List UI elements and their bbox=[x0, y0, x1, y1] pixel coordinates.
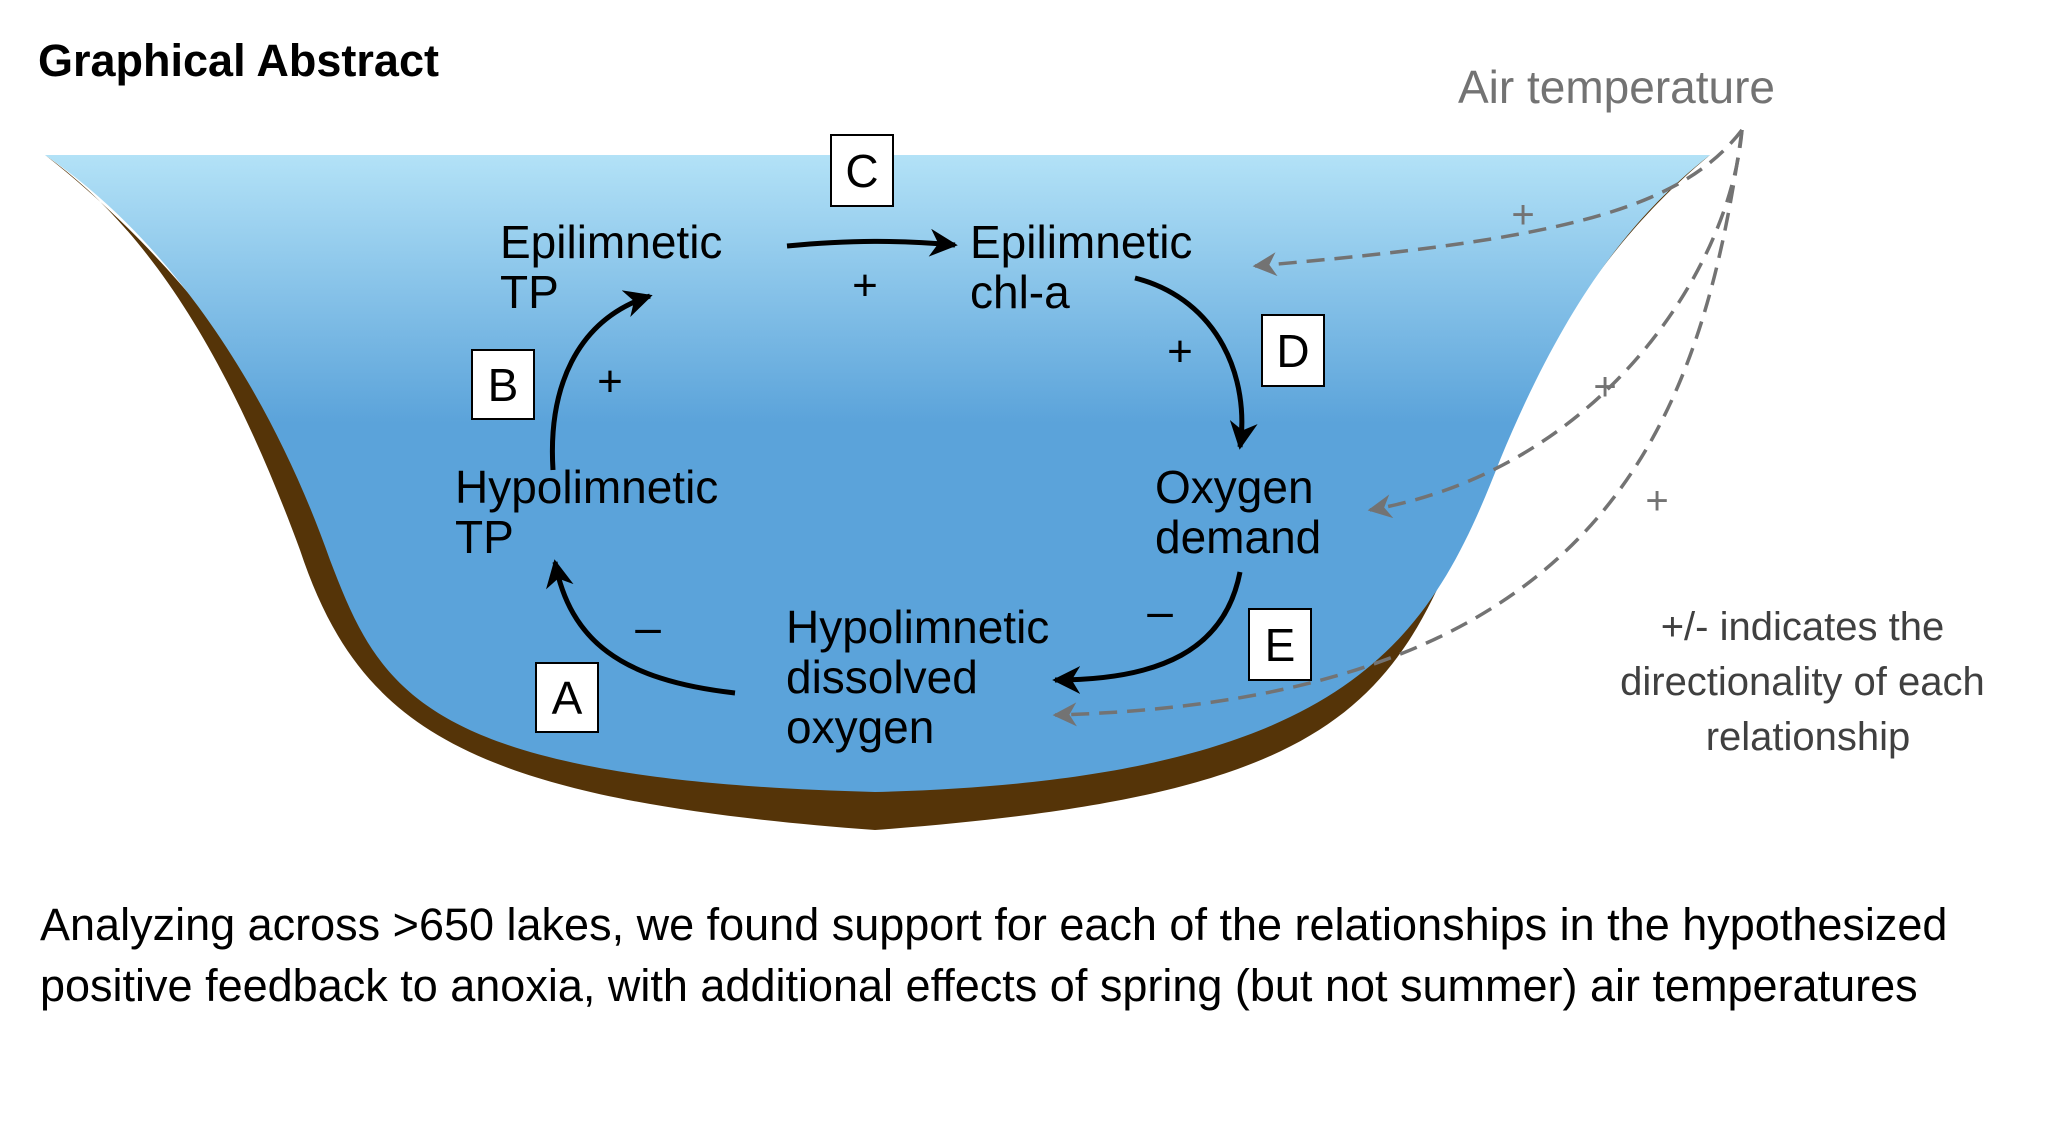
svg-text:D: D bbox=[1276, 325, 1309, 377]
directionality-note: +/- indicates the directionality of each… bbox=[1620, 605, 1996, 759]
svg-text:A: A bbox=[552, 672, 583, 724]
node-epilimnetic-tp: Epilimnetic TP bbox=[500, 216, 735, 318]
node-oxygen-demand: Oxygen demand bbox=[1155, 461, 1326, 563]
temperature-arrow-to-oxygen-demand bbox=[1367, 129, 1744, 519]
svg-text:C: C bbox=[845, 145, 878, 197]
temperature-arrow-to-hypo-do bbox=[1052, 129, 1744, 727]
temperature-sign-oxygen-demand: + bbox=[1593, 365, 1616, 409]
temperature-sign-hypo-do: + bbox=[1645, 479, 1668, 523]
svg-text:E: E bbox=[1265, 619, 1296, 671]
relationship-box-e: E bbox=[1248, 608, 1312, 681]
diagram-title: Graphical Abstract bbox=[38, 35, 439, 86]
arrow-c-epi-tp-to-epi-chla bbox=[786, 228, 958, 257]
node-hypolimnetic-tp: Hypolimnetic TP bbox=[455, 461, 731, 563]
relationship-box-a: A bbox=[535, 662, 599, 733]
sign-c: + bbox=[852, 261, 878, 310]
temperature-arrow-to-epi-chla bbox=[1252, 128, 1744, 277]
sign-a: – bbox=[635, 601, 661, 653]
arrow-d-epi-chla-to-oxygen-demand bbox=[1134, 275, 1258, 450]
arrow-b-hypo-tp-to-epi-tp bbox=[549, 290, 653, 471]
node-hypolimnetic-dissolved-oxygen: Hypolimnetic dissolved oxygen bbox=[786, 601, 1062, 753]
summary-caption: Analyzing across >650 lakes, we found su… bbox=[40, 899, 1948, 1011]
air-temperature-label: Air temperature bbox=[1458, 61, 1775, 113]
arrow-a-hypo-do-to-hypo-tp bbox=[546, 559, 736, 696]
relationship-box-d: D bbox=[1261, 314, 1325, 387]
sign-e: – bbox=[1147, 585, 1173, 637]
svg-text:B: B bbox=[488, 359, 519, 411]
temperature-sign-epi-chla: + bbox=[1511, 193, 1534, 237]
relationship-box-b: B bbox=[471, 349, 535, 420]
arrow-e-oxygen-demand-to-hypo-do bbox=[1052, 571, 1243, 694]
sign-d: + bbox=[1167, 327, 1193, 376]
node-epilimnetic-chla: Epilimnetic chl-a bbox=[970, 216, 1205, 318]
sign-b: + bbox=[597, 357, 623, 406]
relationship-box-c: C bbox=[830, 134, 894, 207]
